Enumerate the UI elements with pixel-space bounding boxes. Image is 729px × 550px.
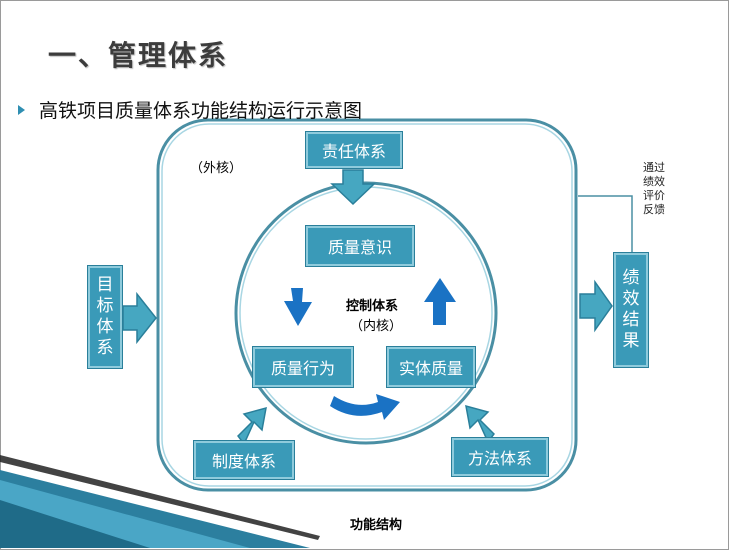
feedback-label: 通过绩效评价反馈 — [643, 161, 665, 216]
right-arrow-icon — [579, 279, 613, 333]
node-target-system: 目 标 体 系 — [88, 266, 122, 368]
inner-core-circle — [234, 181, 498, 445]
control-system-label: 控制体系 — [346, 299, 399, 314]
up-arrow-icon — [424, 278, 456, 325]
target-char: 系 — [96, 338, 114, 358]
feedback-line — [578, 195, 633, 252]
node-entity-quality: 实体质量 — [387, 347, 475, 387]
target-char: 目 — [96, 275, 114, 295]
node-responsibility: 责任体系 — [306, 132, 402, 168]
down-arrow-icon — [330, 169, 376, 206]
corner-decoration — [0, 455, 320, 548]
diagonal-arrow-icon — [465, 404, 495, 444]
node-performance-result: 绩 效 结 果 — [614, 253, 648, 367]
outer-core-label: （外核） — [190, 161, 243, 176]
subtitle-row: 高铁项目质量体系功能结构运行示意图 — [18, 96, 362, 123]
node-quality-behavior: 质量行为 — [253, 347, 353, 387]
subtitle: 高铁项目质量体系功能结构运行示意图 — [39, 100, 363, 122]
target-char: 标 — [96, 296, 114, 316]
right-arrow-icon — [122, 291, 157, 345]
node-method: 方法体系 — [452, 438, 548, 476]
performance-char: 效 — [622, 289, 640, 309]
performance-char: 果 — [622, 331, 640, 351]
target-char: 体 — [96, 317, 114, 337]
performance-char: 绩 — [622, 268, 640, 288]
inner-core-label: （内核） — [350, 319, 403, 334]
outer-core-ring — [156, 118, 578, 492]
node-quality-awareness: 质量意识 — [306, 226, 414, 266]
performance-char: 结 — [622, 310, 640, 330]
node-institution: 制度体系 — [194, 441, 294, 479]
diagonal-arrow-icon — [237, 406, 267, 446]
slide-title: 一、管理体系 — [48, 39, 229, 72]
triangle-bullet-icon — [18, 104, 25, 115]
down-arrow-icon — [284, 288, 312, 326]
curved-arrow-icon — [330, 394, 400, 420]
footer-label: 功能结构 — [350, 518, 403, 533]
